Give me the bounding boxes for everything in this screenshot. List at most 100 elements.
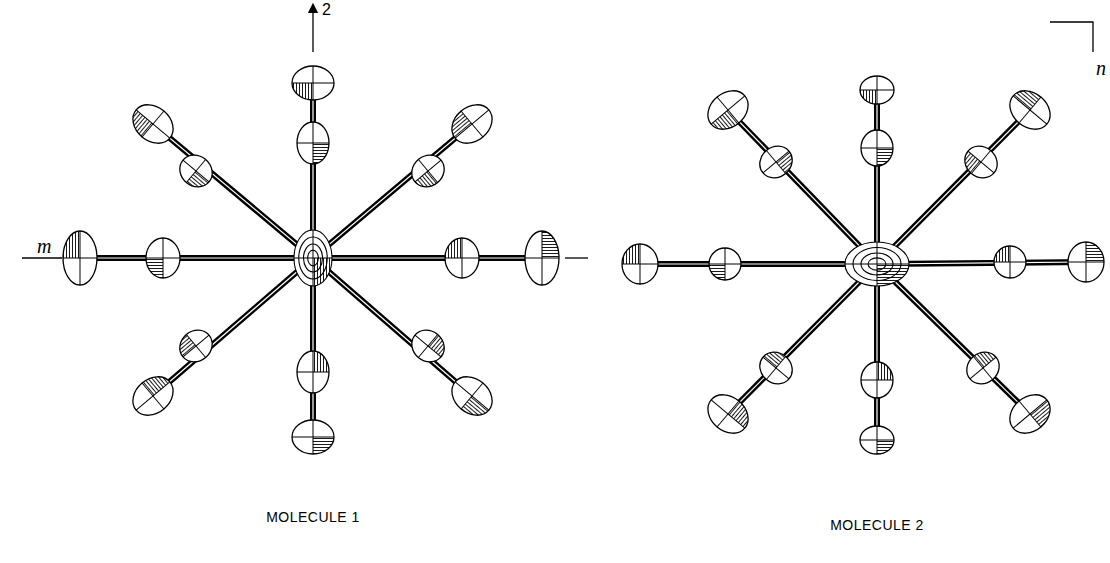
ellipsoid-octant	[711, 110, 739, 137]
ellipsoid-outline	[753, 346, 798, 391]
oxygen-atom	[292, 420, 334, 454]
principal-axis	[968, 151, 994, 173]
ellipsoid-outline	[146, 238, 180, 278]
carbon-atom	[173, 324, 218, 369]
oxygen-atom	[700, 83, 756, 137]
carbon-atom	[297, 351, 329, 393]
bond-highlight	[153, 258, 313, 396]
ellipsoid-octant	[186, 171, 209, 193]
ellipsoid-octant	[313, 258, 332, 286]
ellipsoid-octant	[445, 238, 462, 258]
principal-axis	[415, 335, 441, 357]
ellipsoid-outline	[622, 244, 658, 284]
bond-highlight	[728, 264, 877, 414]
principal-axis	[136, 382, 170, 410]
principal-axis	[973, 357, 992, 380]
carbon-atom	[709, 248, 741, 280]
ellipsoid-octant	[313, 437, 334, 454]
principal-axis	[313, 66, 314, 100]
ellipsoid-octant	[444, 111, 472, 138]
ellipsoid-octant	[142, 369, 170, 396]
bond	[874, 264, 880, 440]
principal-axis	[183, 335, 209, 357]
glide-label: n	[1096, 58, 1106, 78]
principal-axis	[542, 231, 543, 285]
oxygen-atom	[525, 231, 559, 285]
ellipsoid-octant	[763, 346, 786, 368]
carbon-atom	[297, 122, 329, 164]
ellipsoid-outline	[700, 83, 756, 137]
principal-axis	[418, 335, 437, 358]
oxygen-atom	[622, 244, 658, 284]
carbon-atom	[445, 238, 479, 278]
bond-highlight	[876, 264, 877, 440]
principal-axis	[186, 160, 205, 183]
principal-axis	[1086, 242, 1087, 282]
carbon-atom	[861, 130, 893, 166]
principal-axis	[136, 110, 170, 138]
bond-highlight	[877, 264, 1030, 414]
oxygen-atom	[125, 369, 181, 423]
ellipsoid-outline	[173, 149, 218, 194]
carbon-atom	[958, 140, 1003, 185]
principal-axis	[877, 362, 878, 398]
carbon-atom	[146, 238, 180, 278]
carbon-atom	[753, 140, 798, 185]
bond-highlight	[728, 110, 877, 264]
principal-axis	[455, 110, 489, 138]
ellipsoid-octant	[877, 148, 893, 166]
axis-arrow	[312, 8, 313, 52]
principal-axis	[640, 244, 641, 284]
mirror-line	[22, 257, 62, 258]
principal-axis	[313, 230, 314, 286]
ellipsoid-outline	[960, 346, 1005, 391]
metal-atom	[845, 242, 909, 286]
bond	[80, 255, 313, 261]
principal-axis	[183, 160, 209, 182]
bond-highlight	[877, 110, 1030, 264]
bond-highlight	[640, 263, 877, 264]
ellipsoid-octant	[1030, 400, 1058, 427]
ellipsoid-ring	[845, 242, 909, 286]
bond	[153, 258, 313, 396]
ellipsoid-outline	[861, 130, 893, 166]
principal-axis	[418, 160, 437, 183]
oxygen-atom	[860, 76, 894, 104]
ellipsoid-outline	[405, 149, 450, 194]
principal-axis	[462, 238, 463, 278]
ellipsoid-outline	[125, 97, 181, 151]
ellipsoid-outline	[444, 369, 500, 423]
ellipsoid-outline	[1002, 83, 1058, 137]
principal-axis	[1010, 246, 1011, 278]
ellipsoid-octant	[958, 151, 981, 173]
principal-axis	[142, 111, 164, 137]
ellipsoid-octant	[146, 258, 163, 278]
ellipsoid-octant	[1013, 83, 1041, 110]
ellipsoid-octant	[860, 90, 877, 104]
bond	[313, 255, 542, 261]
bond	[877, 110, 1030, 264]
ellipsoid-outline	[860, 426, 894, 454]
principal-axis	[80, 231, 81, 285]
ellipsoid-octant	[461, 396, 489, 423]
ellipsoid-outline	[700, 387, 756, 441]
molecule-caption: MOLECULE 1	[266, 510, 360, 524]
ellipsoid-octant	[313, 143, 329, 164]
ellipsoid-octant	[622, 244, 640, 264]
principal-axis	[163, 238, 164, 278]
principal-axis	[313, 122, 314, 164]
ellipsoid-outline	[292, 66, 334, 100]
symmetry-axis-label: 2	[322, 2, 331, 18]
principal-axis	[415, 160, 441, 182]
principal-axis	[766, 151, 785, 174]
principal-axis	[142, 383, 164, 409]
ellipsoid-outline	[1002, 387, 1058, 441]
ellipsoid-octant	[994, 246, 1010, 262]
ellipsoid-octant	[877, 264, 909, 286]
bond	[728, 264, 877, 414]
bond-highlight	[313, 257, 542, 258]
ellipsoid-octant	[728, 401, 756, 428]
glide-bracket	[1050, 22, 1093, 52]
principal-axis	[766, 357, 785, 380]
bond	[877, 264, 1030, 414]
